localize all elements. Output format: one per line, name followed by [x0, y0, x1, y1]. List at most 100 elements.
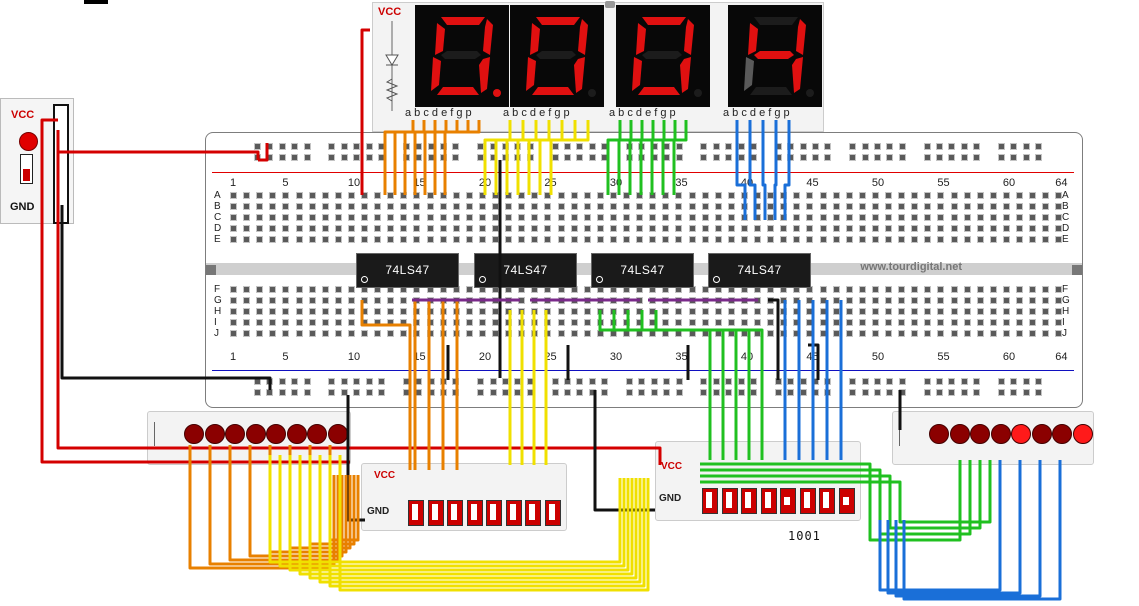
terminal-hole[interactable]: [387, 330, 395, 337]
terminal-hole[interactable]: [806, 236, 814, 243]
terminal-hole[interactable]: [531, 192, 539, 199]
terminal-hole[interactable]: [636, 319, 644, 326]
terminal-hole[interactable]: [334, 192, 342, 199]
terminal-hole[interactable]: [583, 319, 591, 326]
terminal-hole[interactable]: [688, 308, 696, 315]
rail-hole[interactable]: [303, 154, 311, 161]
rail-hole[interactable]: [675, 389, 683, 396]
terminal-hole[interactable]: [989, 236, 997, 243]
rail-hole[interactable]: [340, 389, 348, 396]
terminal-hole[interactable]: [295, 286, 303, 293]
terminal-hole[interactable]: [950, 330, 958, 337]
terminal-hole[interactable]: [767, 225, 775, 232]
terminal-hole[interactable]: [688, 214, 696, 221]
terminal-hole[interactable]: [1029, 192, 1037, 199]
terminal-hole[interactable]: [636, 236, 644, 243]
terminal-hole[interactable]: [230, 203, 237, 210]
terminal-hole[interactable]: [688, 236, 696, 243]
rail-hole[interactable]: [824, 143, 832, 150]
terminal-hole[interactable]: [911, 286, 919, 293]
terminal-hole[interactable]: [387, 319, 395, 326]
rail-hole[interactable]: [588, 143, 596, 150]
terminal-hole[interactable]: [845, 225, 853, 232]
terminal-hole[interactable]: [793, 214, 801, 221]
terminal-hole[interactable]: [623, 236, 630, 243]
rail-hole[interactable]: [340, 143, 348, 150]
terminal-hole[interactable]: [989, 308, 997, 315]
terminal-hole[interactable]: [269, 192, 277, 199]
rail-hole[interactable]: [266, 154, 274, 161]
rail-hole[interactable]: [353, 378, 361, 385]
terminal-hole[interactable]: [1042, 330, 1050, 337]
rail-hole[interactable]: [626, 154, 633, 161]
terminal-hole[interactable]: [230, 225, 237, 232]
rail-hole[interactable]: [712, 154, 720, 161]
terminal-hole[interactable]: [819, 236, 827, 243]
rail-hole[interactable]: [427, 154, 435, 161]
rail-hole[interactable]: [365, 378, 373, 385]
terminal-hole[interactable]: [937, 297, 945, 304]
terminal-hole[interactable]: [374, 297, 382, 304]
terminal-hole[interactable]: [976, 330, 984, 337]
terminal-hole[interactable]: [898, 236, 906, 243]
terminal-hole[interactable]: [505, 330, 513, 337]
terminal-hole[interactable]: [976, 203, 984, 210]
terminal-hole[interactable]: [439, 214, 447, 221]
terminal-hole[interactable]: [492, 308, 499, 315]
rail-hole[interactable]: [861, 143, 869, 150]
terminal-hole[interactable]: [623, 330, 630, 337]
terminal-hole[interactable]: [950, 203, 958, 210]
terminal-hole[interactable]: [347, 308, 355, 315]
terminal-hole[interactable]: [662, 203, 670, 210]
terminal-hole[interactable]: [780, 330, 788, 337]
terminal-hole[interactable]: [963, 319, 971, 326]
terminal-hole[interactable]: [557, 319, 565, 326]
terminal-hole[interactable]: [832, 192, 840, 199]
terminal-hole[interactable]: [1055, 203, 1063, 210]
terminal-hole[interactable]: [1042, 286, 1050, 293]
terminal-hole[interactable]: [727, 214, 735, 221]
rail-hole[interactable]: [526, 378, 534, 385]
terminal-hole[interactable]: [845, 214, 853, 221]
terminal-hole[interactable]: [714, 319, 722, 326]
terminal-hole[interactable]: [740, 330, 748, 337]
terminal-hole[interactable]: [609, 330, 617, 337]
terminal-hole[interactable]: [583, 203, 591, 210]
terminal-hole[interactable]: [400, 225, 408, 232]
terminal-hole[interactable]: [675, 192, 683, 199]
terminal-hole[interactable]: [426, 236, 434, 243]
terminal-hole[interactable]: [871, 214, 879, 221]
terminal-hole[interactable]: [465, 286, 473, 293]
terminal-hole[interactable]: [413, 297, 421, 304]
terminal-hole[interactable]: [505, 225, 513, 232]
rail-hole[interactable]: [700, 154, 708, 161]
rail-hole[interactable]: [638, 143, 646, 150]
terminal-hole[interactable]: [871, 297, 879, 304]
terminal-hole[interactable]: [570, 319, 578, 326]
terminal-hole[interactable]: [636, 330, 644, 337]
rail-hole[interactable]: [712, 143, 720, 150]
terminal-hole[interactable]: [885, 297, 892, 304]
dip-switch[interactable]: [427, 500, 444, 526]
rail-hole[interactable]: [787, 389, 795, 396]
power-connector[interactable]: [53, 104, 69, 224]
terminal-hole[interactable]: [387, 192, 395, 199]
terminal-hole[interactable]: [452, 214, 460, 221]
rail-hole[interactable]: [526, 389, 534, 396]
terminal-hole[interactable]: [767, 236, 775, 243]
terminal-hole[interactable]: [256, 225, 264, 232]
terminal-hole[interactable]: [950, 319, 958, 326]
rail-hole[interactable]: [849, 143, 857, 150]
rail-hole[interactable]: [402, 154, 410, 161]
rail-hole[interactable]: [365, 143, 373, 150]
terminal-hole[interactable]: [505, 308, 513, 315]
terminal-hole[interactable]: [623, 192, 630, 199]
terminal-hole[interactable]: [426, 214, 434, 221]
terminal-hole[interactable]: [675, 214, 683, 221]
rail-hole[interactable]: [960, 154, 968, 161]
terminal-hole[interactable]: [400, 319, 408, 326]
rail-hole[interactable]: [774, 378, 782, 385]
terminal-hole[interactable]: [649, 203, 657, 210]
terminal-hole[interactable]: [1029, 330, 1037, 337]
rail-hole[interactable]: [1035, 143, 1043, 150]
